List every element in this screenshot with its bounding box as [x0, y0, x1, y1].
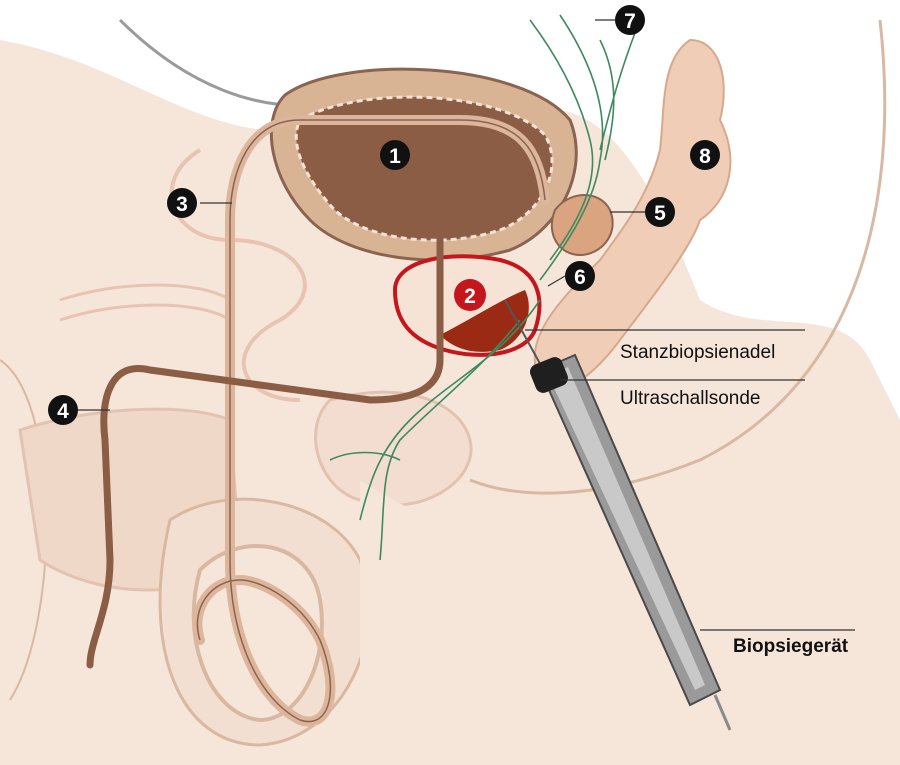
intestine-loop-2	[59, 283, 231, 322]
callout-8: 8	[690, 140, 720, 170]
callout-6: 6	[565, 261, 595, 291]
device-label: Biopsiegerät	[733, 636, 849, 657]
needle-label: Stanzbiopsienadel	[620, 342, 775, 363]
probe-label: Ultraschallsonde	[620, 388, 760, 409]
bladder-lumen	[296, 97, 553, 241]
svg-text:2: 2	[464, 285, 476, 308]
svg-text:6: 6	[574, 266, 586, 289]
callout-4: 4	[48, 395, 78, 425]
callout-1: 1	[380, 140, 410, 170]
buttock-outline	[469, 19, 887, 495]
svg-text:7: 7	[624, 10, 636, 33]
svg-text:3: 3	[176, 193, 188, 216]
bladder-inner-lining	[294, 95, 554, 242]
perineum-region	[360, 480, 760, 765]
svg-text:8: 8	[699, 145, 711, 168]
svg-text:4: 4	[57, 400, 69, 423]
testis	[191, 544, 324, 723]
svg-text:5: 5	[654, 202, 666, 225]
nerve-bundle	[329, 14, 641, 561]
callout-2: 2	[454, 279, 486, 311]
urethra	[86, 231, 444, 669]
biopsy-device	[530, 353, 732, 731]
callout-5: 5	[645, 197, 675, 227]
ultrasound-probe-tip	[530, 357, 568, 393]
callout-7: 7	[615, 5, 645, 35]
svg-text:1: 1	[389, 145, 401, 168]
leader-lines	[75, 19, 855, 631]
callout-3: 3	[167, 188, 197, 218]
pubic-bone	[314, 390, 473, 507]
vas-deferens-outline	[196, 119, 546, 723]
